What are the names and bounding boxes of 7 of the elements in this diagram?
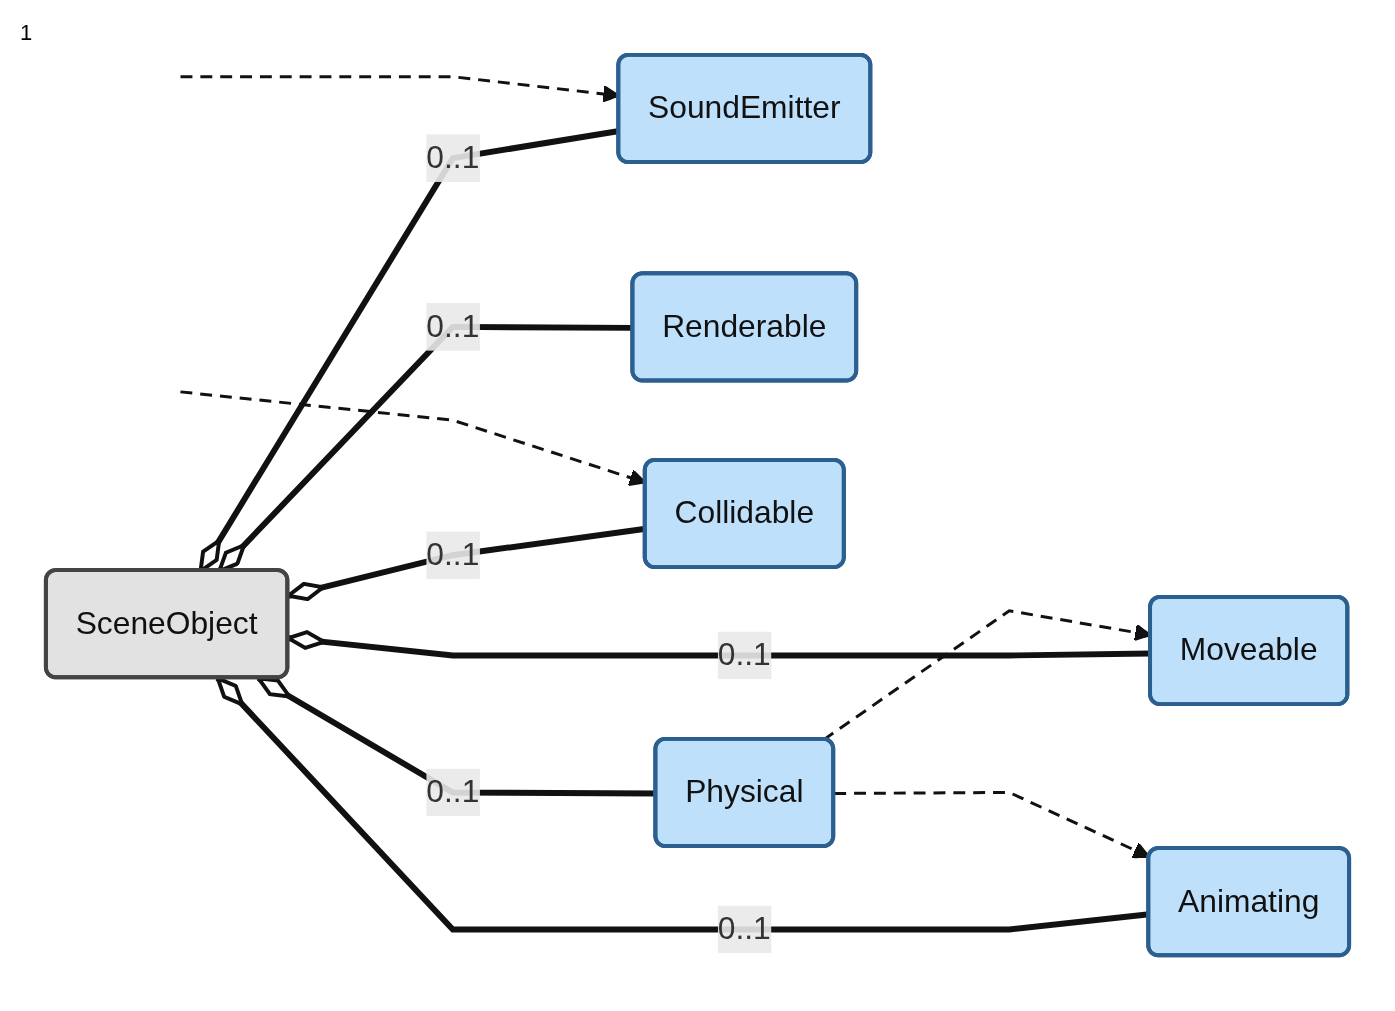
edge-label: 0..1 — [717, 638, 771, 672]
edge-label: 0..1 — [426, 775, 480, 809]
edge-label: 0..1 — [717, 912, 771, 946]
edge-label: 0..1 — [426, 140, 480, 175]
edge-label: 0..1 — [426, 537, 480, 572]
edge-label: 0..1 — [426, 309, 480, 344]
multiplicity-label: 1 — [20, 20, 33, 46]
